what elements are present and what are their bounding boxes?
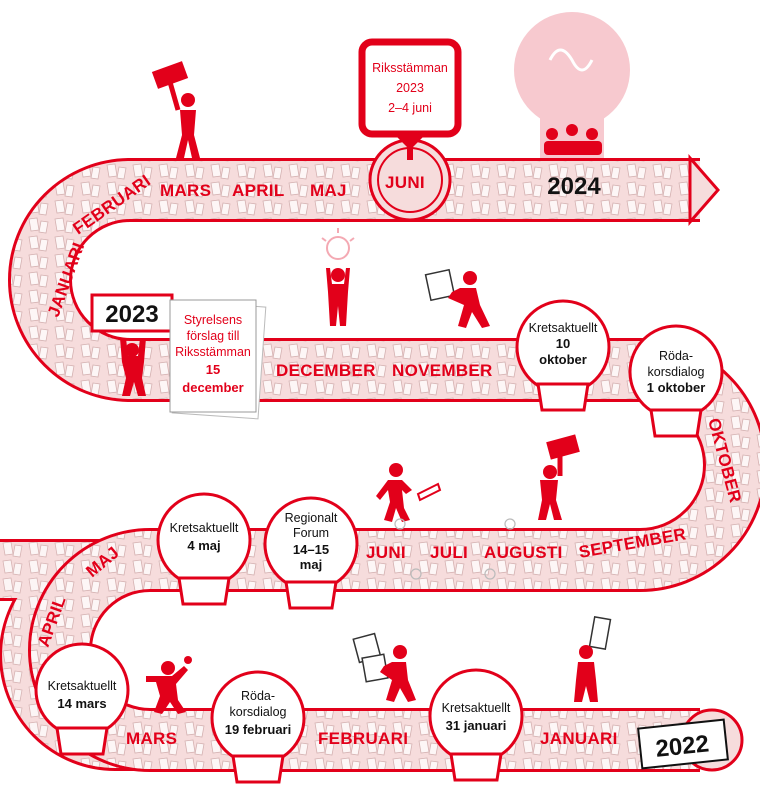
person-flag-icon-2 bbox=[352, 632, 416, 702]
bulb-jan31-line2: 31 januari bbox=[446, 718, 507, 733]
document-line4: 15 bbox=[206, 362, 220, 377]
person-idea-icon bbox=[321, 228, 355, 326]
bulb-may4-line1: Kretsaktuellt bbox=[170, 521, 239, 535]
proposal-document: Styrelsens förslag till Riksstämman 15 d… bbox=[169, 299, 267, 420]
year-2023: 2023 bbox=[105, 301, 158, 328]
bulb-regional-forum: Regionalt Forum 14–15 maj bbox=[263, 496, 359, 610]
month-mars-2022: MARS bbox=[126, 729, 177, 748]
year-2024: 2024 bbox=[547, 173, 601, 200]
year-2022: 2022 bbox=[654, 730, 710, 762]
sun-icon bbox=[394, 518, 516, 580]
month-mars: MARS bbox=[160, 181, 211, 200]
month-november: NOVEMBER bbox=[392, 361, 493, 380]
person-flag-icon bbox=[424, 268, 490, 328]
month-december: DECEMBER bbox=[276, 361, 376, 380]
bulb-feb19-line3: 19 februari bbox=[225, 722, 291, 737]
pencil-icon bbox=[416, 482, 442, 502]
bulb-oct10-line3: oktober bbox=[539, 352, 587, 367]
bulb-oct1-line3: 1 oktober bbox=[647, 380, 706, 395]
bulb-mar14-line2: 14 mars bbox=[57, 696, 106, 711]
bulb-forum-line3: 14–15 bbox=[293, 542, 329, 557]
bulb-rodakorsdialog-oct: Röda- korsdialog 1 oktober bbox=[628, 324, 724, 438]
year-2022-box: 2022 bbox=[637, 718, 729, 770]
bulb-jan31-line1: Kretsaktuellt bbox=[442, 701, 511, 715]
bulb-forum-line2: Forum bbox=[293, 526, 329, 540]
bulb-forum-line4: maj bbox=[300, 557, 322, 572]
month-juni-2022: JUNI bbox=[366, 543, 406, 562]
month-juli: JULI bbox=[430, 543, 468, 562]
bulb-kretsaktuellt-mar: Kretsaktuellt 14 mars bbox=[34, 642, 130, 756]
meeting-sign-line3: 2–4 juni bbox=[388, 101, 432, 115]
lightbulb-icon: 2024 bbox=[514, 12, 630, 200]
person-torch-icon bbox=[146, 656, 192, 714]
month-augusti: AUGUSTI bbox=[484, 543, 563, 562]
bulb-kretsaktuellt-jan: Kretsaktuellt 31 januari bbox=[428, 668, 524, 782]
month-januari-2022: JANUARI bbox=[540, 729, 618, 748]
bulb-kretsaktuellt-oct: Kretsaktuellt 10 oktober bbox=[515, 299, 611, 412]
bulb-kretsaktuellt-may: Kretsaktuellt 4 maj bbox=[156, 492, 252, 606]
group-people-icon bbox=[544, 124, 602, 155]
bulb-rodakorsdialog-feb: Röda- korsdialog 19 februari bbox=[210, 670, 306, 784]
year-2023-box: 2023 bbox=[90, 293, 174, 333]
person-flag-icon-3 bbox=[574, 615, 612, 702]
meeting-sign-line2: 2023 bbox=[396, 81, 424, 95]
person-raising-icon bbox=[120, 338, 146, 396]
meeting-sign: Riksstämman 2023 2–4 juni bbox=[358, 38, 462, 160]
bulb-may4-line2: 4 maj bbox=[187, 538, 220, 553]
document-line5: december bbox=[182, 380, 243, 395]
bulb-oct1-line1: Röda- bbox=[659, 349, 693, 363]
document-line3: Riksstämman bbox=[175, 345, 251, 359]
document-line1: Styrelsens bbox=[184, 313, 242, 327]
month-juni-2023: JUNI bbox=[385, 173, 425, 192]
meeting-sign-line1: Riksstämman bbox=[372, 61, 448, 75]
bulb-feb19-line1: Röda- bbox=[241, 689, 275, 703]
bulb-oct10-line2: 10 bbox=[556, 336, 570, 351]
month-maj: MAJ bbox=[310, 181, 347, 200]
month-april: APRIL bbox=[232, 181, 285, 200]
document-line2: förslag till bbox=[187, 329, 240, 343]
bulb-mar14-line1: Kretsaktuellt bbox=[48, 679, 117, 693]
person-walking-icon bbox=[376, 463, 412, 522]
months-row-4: MARS FEBRUARI JANUARI bbox=[126, 729, 618, 748]
bulb-feb19-line2: korsdialog bbox=[230, 705, 287, 719]
bulb-oct1-line2: korsdialog bbox=[648, 365, 705, 379]
bulb-forum-line1: Regionalt bbox=[285, 511, 338, 525]
person-sign-icon-2 bbox=[538, 434, 580, 520]
bulb-oct10-line1: Kretsaktuellt bbox=[529, 321, 598, 335]
person-sign-icon bbox=[151, 61, 200, 158]
month-februari-2022: FEBRUARI bbox=[318, 729, 408, 748]
